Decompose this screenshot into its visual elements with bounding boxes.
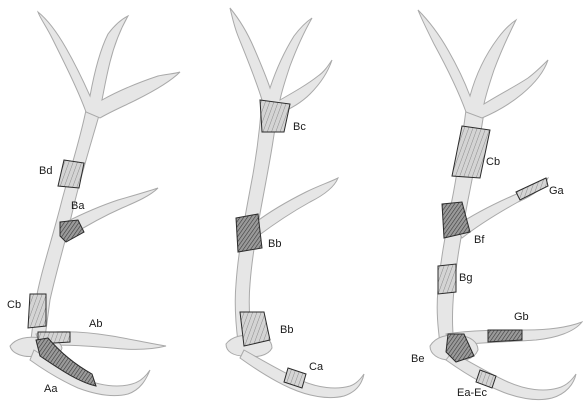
label-ba: Ba xyxy=(71,200,85,212)
antler-middle-crown xyxy=(230,8,332,114)
label-bf: Bf xyxy=(474,234,485,246)
label-bg: Bg xyxy=(459,272,472,284)
fragment-ea-ec xyxy=(476,370,496,388)
fragment-cb-left xyxy=(28,294,46,328)
antler-right-crown xyxy=(418,10,548,118)
fragment-cb-right xyxy=(452,126,490,178)
fragment-bb-lower xyxy=(240,312,270,346)
fragment-bc xyxy=(260,100,290,132)
label-cb-right: Cb xyxy=(486,156,500,168)
fragment-gb xyxy=(488,330,522,342)
label-cb-left: Cb xyxy=(7,299,21,311)
fragment-bd xyxy=(58,160,84,188)
fragment-bg xyxy=(438,264,456,294)
label-bd: Bd xyxy=(39,165,52,177)
antler-middle-tine-bb xyxy=(256,178,338,236)
antler-right: Cb Ga Bf Bg Gb Be Ea-Ec xyxy=(411,10,582,400)
label-ca: Ca xyxy=(309,361,324,373)
label-ea-ec: Ea-Ec xyxy=(457,387,487,399)
antler-left-crown xyxy=(38,12,180,118)
label-ga: Ga xyxy=(549,185,565,197)
label-ab: Ab xyxy=(89,318,102,330)
label-aa: Aa xyxy=(44,383,58,395)
fragment-bb-upper xyxy=(236,214,262,252)
label-bb-upper: Bb xyxy=(268,238,281,250)
antler-left: Bd Ba Cb Ab Aa xyxy=(7,12,180,396)
fragment-ga xyxy=(516,178,548,200)
label-bb-lower: Bb xyxy=(280,324,293,336)
label-bc: Bc xyxy=(293,121,306,133)
antler-middle: Bc Bb Bb Ca xyxy=(226,8,364,398)
label-gb: Gb xyxy=(514,311,529,323)
label-be: Be xyxy=(411,353,424,365)
